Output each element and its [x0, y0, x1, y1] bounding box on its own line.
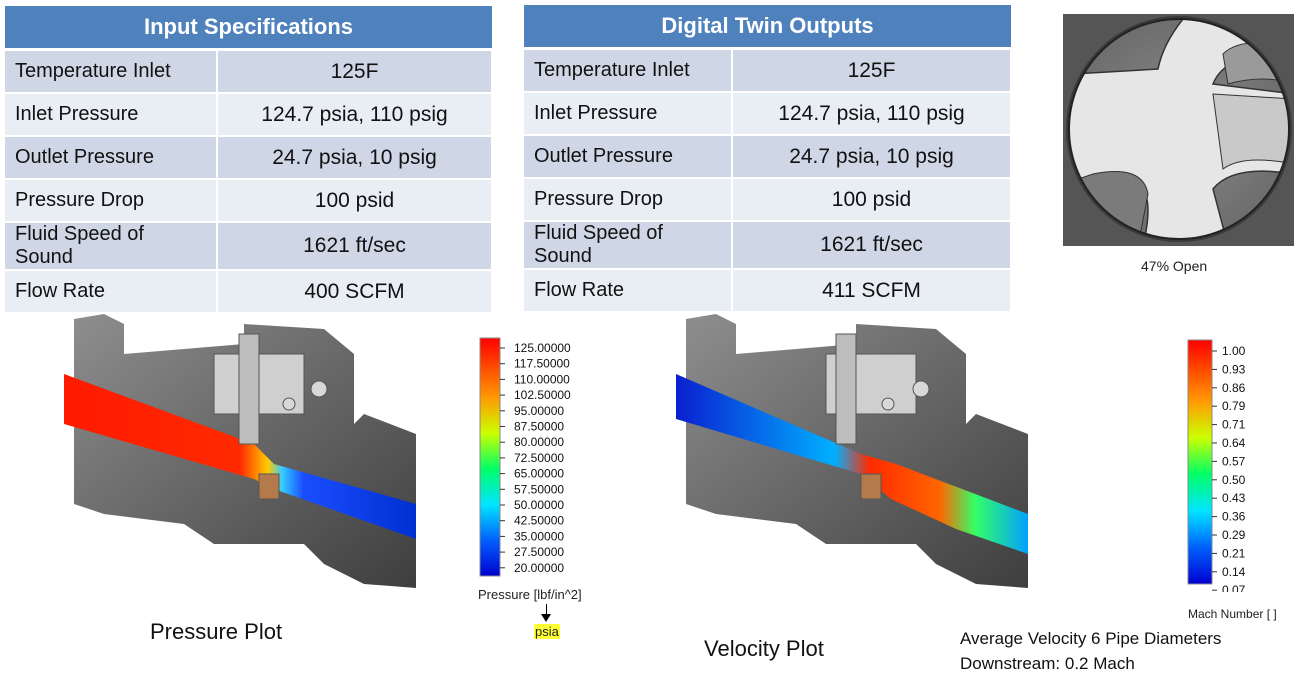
- row-label: Inlet Pressure: [5, 93, 218, 137]
- pressure-legend-tick-label: 50.00000: [514, 498, 564, 512]
- velocity-legend-tick-label: 0.86: [1222, 381, 1246, 395]
- velocity-legend-tick-label: 0.07: [1222, 583, 1246, 592]
- pressure-legend-tick-label: 65.00000: [514, 467, 564, 481]
- arrow-line: [546, 604, 547, 620]
- row-value: 411 SCFM: [732, 269, 1013, 313]
- row-value: 100 psid: [217, 179, 493, 223]
- input-table-title: Input Specifications: [5, 6, 492, 51]
- row-label: Temperature Inlet: [524, 48, 733, 93]
- row-value: 124.7 psia, 110 psig: [217, 93, 493, 137]
- velocity-plot-render: [676, 314, 1028, 588]
- row-label: Fluid Speed of Sound: [524, 221, 733, 270]
- pressure-legend-tick-label: 35.00000: [514, 529, 564, 543]
- velocity-legend-tick-label: 1.00: [1222, 344, 1246, 358]
- row-label: Flow Rate: [5, 270, 218, 314]
- pressure-legend-tick-label: 57.50000: [514, 482, 564, 496]
- velocity-legend-tick-label: 0.14: [1222, 565, 1246, 579]
- velocity-note: Average Velocity 6 Pipe Diameters Downst…: [960, 626, 1221, 676]
- pressure-plot-render: [64, 314, 416, 588]
- velocity-legend-tick-label: 0.36: [1222, 510, 1246, 524]
- pressure-plot-caption: Pressure Plot: [150, 619, 283, 644]
- row-value: 1621 ft/sec: [732, 221, 1013, 270]
- row-value: 24.7 psia, 10 psig: [732, 135, 1013, 179]
- valve-opening-image: [1063, 14, 1294, 246]
- velocity-note-line-1: Average Velocity 6 Pipe Diameters: [960, 629, 1222, 648]
- unit-note: psia: [534, 624, 560, 639]
- pressure-legend-tick-label: 125.00000: [514, 341, 571, 355]
- pressure-legend-tick-label: 72.50000: [514, 451, 564, 465]
- row-label: Flow Rate: [524, 269, 733, 313]
- velocity-legend-tick-label: 0.43: [1222, 491, 1246, 505]
- velocity-legend: 1.00 0.93 0.86 0.79 0.71 0.64 0.57 0.50 0.43 0.36…: [1186, 336, 1306, 616]
- pressure-legend-tick-label: 20.00000: [514, 561, 564, 575]
- pressure-legend-tick-label: 27.50000: [514, 545, 564, 559]
- arrow-down-icon: [541, 614, 551, 622]
- row-value: 124.7 psia, 110 psig: [732, 92, 1013, 136]
- row-value: 1621 ft/sec: [217, 222, 493, 271]
- row-value: 100 psid: [732, 178, 1013, 222]
- velocity-legend-tick-label: 0.50: [1222, 473, 1246, 487]
- row-value: 125F: [732, 48, 1013, 93]
- pressure-legend-tick-label: 102.50000: [514, 388, 571, 402]
- row-label: Outlet Pressure: [5, 136, 218, 180]
- velocity-legend-tick-label: 0.79: [1222, 399, 1246, 413]
- row-label: Outlet Pressure: [524, 135, 733, 179]
- pressure-legend-tick-label: 110.00000: [514, 372, 570, 386]
- row-value: 24.7 psia, 10 psig: [217, 136, 493, 180]
- velocity-plot-caption: Velocity Plot: [704, 636, 824, 661]
- velocity-note-line-2: Downstream: 0.2 Mach: [960, 654, 1135, 673]
- velocity-legend-tick-label: 0.21: [1222, 546, 1246, 560]
- pressure-legend-title: Pressure [lbf/in^2]: [478, 587, 582, 602]
- output-table-title: Digital Twin Outputs: [524, 5, 1012, 50]
- velocity-legend-tick-label: 0.71: [1222, 418, 1246, 432]
- velocity-legend-tick-label: 0.57: [1222, 454, 1246, 468]
- velocity-legend-tick-label: 0.64: [1222, 436, 1246, 450]
- row-label: Pressure Drop: [524, 178, 733, 222]
- velocity-legend-tick-label: 0.29: [1222, 528, 1246, 542]
- valve-opening-caption: 47% Open: [1141, 258, 1208, 274]
- pressure-legend-tick-label: 117.50000: [514, 357, 570, 371]
- pressure-legend-tick-label: 95.00000: [514, 404, 564, 418]
- velocity-legend-tick-label: 0.93: [1222, 362, 1246, 376]
- row-label: Inlet Pressure: [524, 92, 733, 136]
- velocity-legend-title: Mach Number [ ]: [1188, 607, 1277, 621]
- row-label: Temperature Inlet: [5, 49, 218, 94]
- row-value: 400 SCFM: [217, 270, 493, 314]
- row-value: 125F: [217, 49, 493, 94]
- row-label: Fluid Speed of Sound: [5, 222, 218, 271]
- row-label: Pressure Drop: [5, 179, 218, 223]
- pressure-legend-tick-label: 87.50000: [514, 420, 564, 434]
- psia-highlight: psia: [534, 624, 560, 639]
- pressure-legend-tick-label: 80.00000: [514, 435, 564, 449]
- pressure-legend-tick-label: 42.50000: [514, 514, 564, 528]
